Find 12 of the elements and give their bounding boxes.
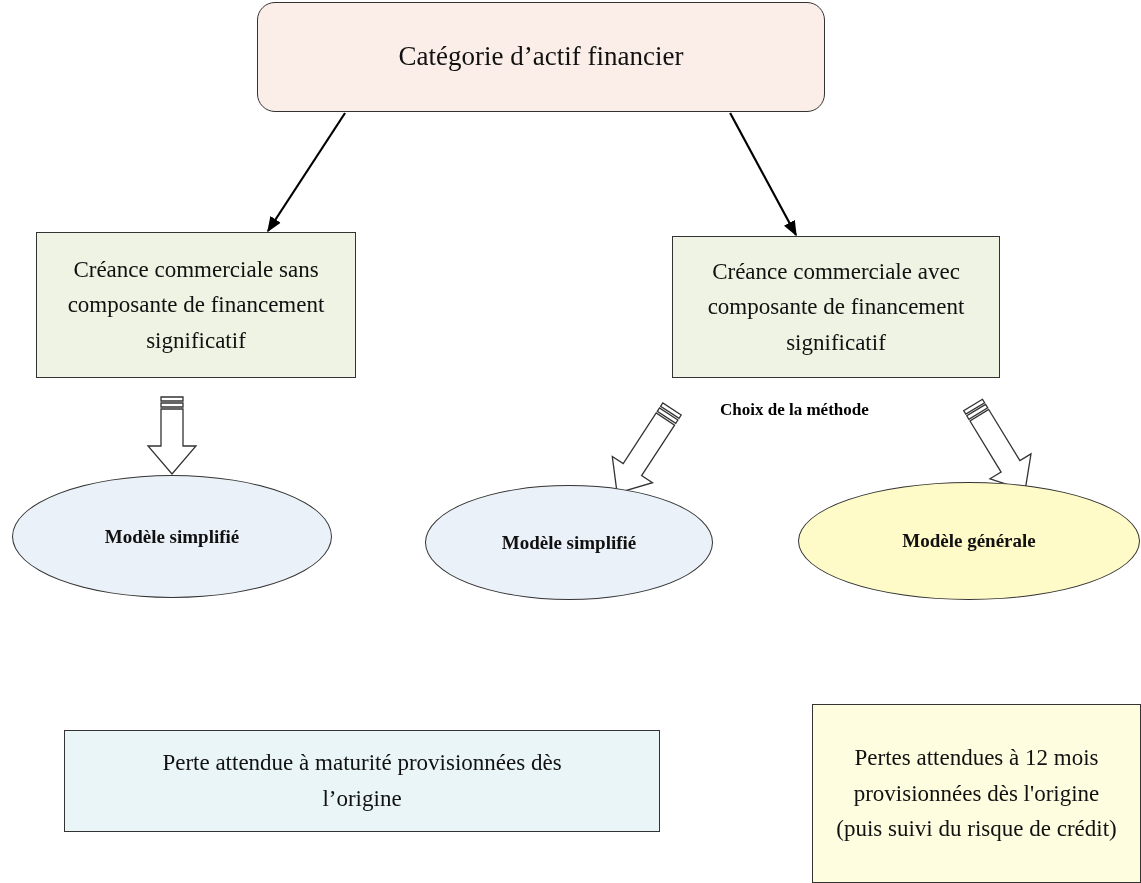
model-ellipse: Modèle générale	[798, 482, 1140, 600]
arrow	[267, 112, 346, 233]
result-box: Pertes attendues à 12 mois provisionnées dès l'origine (puis suivi du risque de crédit)	[812, 704, 1141, 883]
model-ellipse: Modèle simplifié	[425, 485, 713, 600]
category-box: Catégorie d’actif financier	[257, 2, 825, 112]
process-box: Créance commerciale sans composante de financement significatif	[36, 232, 356, 378]
result-box: Perte attendue à maturité provisionnées dès l’origine	[64, 730, 660, 832]
process-box: Créance commerciale avec composante de financement significatif	[672, 236, 1000, 378]
model-ellipse: Modèle simplifié	[12, 475, 332, 598]
note-label: Choix de la méthode	[720, 400, 869, 420]
block-arrow	[146, 396, 198, 475]
arrow	[729, 112, 797, 237]
